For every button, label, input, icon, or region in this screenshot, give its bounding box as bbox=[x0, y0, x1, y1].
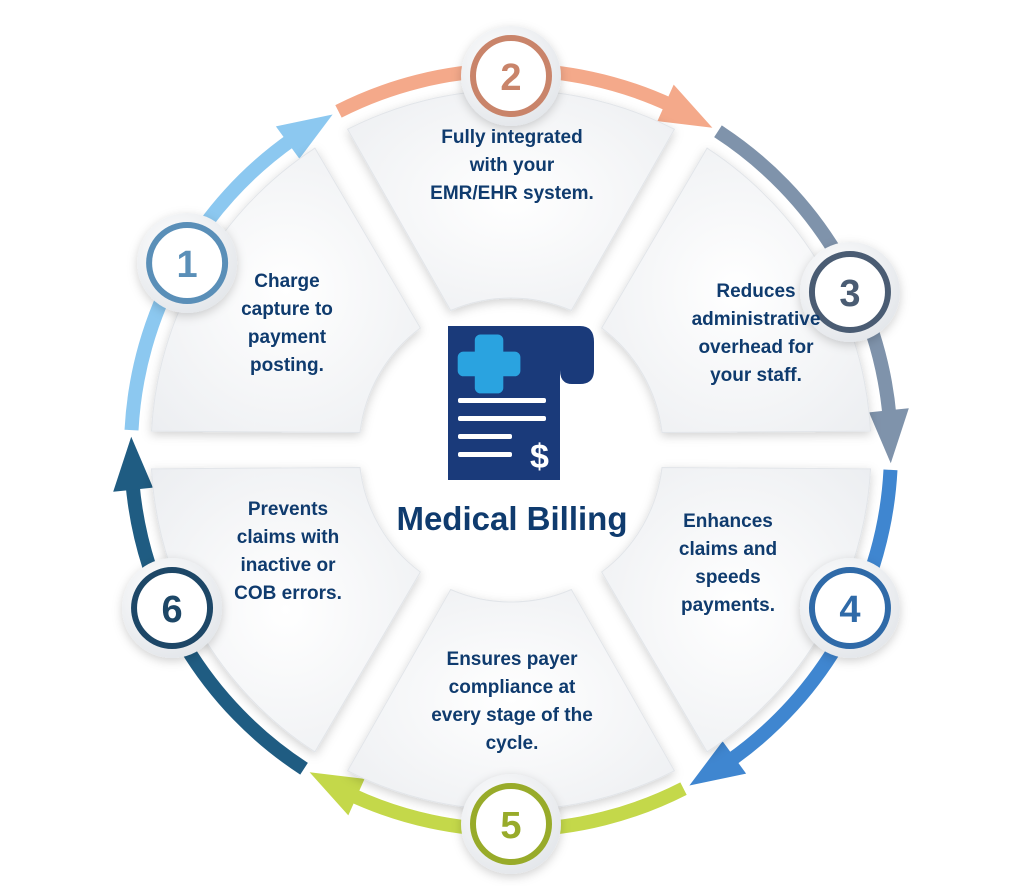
step-number-badge: 5 bbox=[461, 774, 561, 874]
step-number: 5 bbox=[500, 805, 521, 847]
badge-ring bbox=[470, 783, 552, 865]
step-1-line: capture to bbox=[241, 299, 333, 320]
step-6-line: claims with bbox=[236, 527, 340, 548]
arrow-head bbox=[869, 408, 909, 464]
cycle-segment bbox=[600, 466, 872, 753]
step-3-line: your staff. bbox=[710, 365, 802, 386]
cycle-segment bbox=[150, 466, 422, 753]
step-1-line: payment bbox=[247, 327, 327, 348]
step-4-line: payments. bbox=[681, 595, 775, 616]
step-1-line: posting. bbox=[250, 355, 324, 376]
step-3-line: Reduces bbox=[716, 281, 796, 302]
cycle-segment bbox=[346, 89, 676, 312]
step-1-text: Charge capture to payment posting. bbox=[212, 268, 362, 380]
cycle-segment bbox=[600, 147, 872, 434]
arrow-head bbox=[113, 436, 153, 492]
step-6-line: Prevents bbox=[247, 499, 329, 520]
badge-ring bbox=[146, 222, 229, 304]
badge-ring bbox=[470, 35, 552, 117]
step-3-line: administrative bbox=[691, 309, 821, 330]
step-number-badge: 6 bbox=[122, 558, 223, 659]
step-2-line: with your bbox=[469, 155, 555, 176]
step-4-line: speeds bbox=[695, 567, 761, 588]
step-5-line: Ensures payer bbox=[446, 649, 578, 670]
cycle-segment bbox=[346, 588, 676, 811]
medical-bill-icon: $ bbox=[448, 326, 594, 480]
step-5-text: Ensures payer compliance at every stage … bbox=[402, 646, 622, 758]
step-badges: 1 2 3 4 5 6 bbox=[122, 26, 900, 874]
step-number-badge: 1 bbox=[137, 213, 238, 313]
step-6-line: inactive or bbox=[240, 555, 336, 576]
arrow-head bbox=[309, 772, 365, 816]
step-4-line: claims and bbox=[678, 539, 778, 560]
step-4-text: Enhances claims and speeds payments. bbox=[658, 508, 798, 620]
step-2-line: Fully integrated bbox=[441, 127, 583, 148]
step-number: 2 bbox=[500, 57, 521, 99]
badge-ring bbox=[808, 567, 891, 650]
arrow-head bbox=[689, 741, 747, 786]
step-2-line: EMR/EHR system. bbox=[430, 183, 594, 204]
step-3-text: Reduces administrative overhead for your… bbox=[668, 278, 844, 390]
arrow-head bbox=[275, 114, 333, 159]
badge-ring bbox=[131, 567, 214, 650]
step-1-line: Charge bbox=[254, 271, 320, 292]
step-number-badge: 4 bbox=[799, 558, 900, 659]
step-number: 4 bbox=[839, 589, 860, 631]
badge-ring bbox=[808, 250, 891, 333]
step-5-line: cycle. bbox=[485, 733, 539, 754]
step-number: 3 bbox=[839, 273, 860, 315]
step-4-line: Enhances bbox=[683, 511, 773, 532]
step-number-badge: 2 bbox=[461, 26, 561, 126]
step-5-line: every stage of the bbox=[431, 705, 593, 726]
arrow-head bbox=[657, 84, 713, 128]
plus-cross-icon bbox=[457, 334, 521, 394]
step-number-badge: 3 bbox=[799, 241, 900, 342]
step-number: 1 bbox=[177, 244, 198, 286]
step-3-line: overhead for bbox=[698, 337, 814, 358]
dollar-sign-icon: $ bbox=[530, 438, 549, 476]
step-6-line: COB errors. bbox=[234, 583, 342, 604]
step-number: 6 bbox=[161, 589, 182, 631]
cycle-segments bbox=[150, 89, 872, 811]
step-2-text: Fully integrated with your EMR/EHR syste… bbox=[402, 124, 622, 208]
step-6-text: Prevents claims with inactive or COB err… bbox=[208, 496, 368, 608]
center-title: Medical Billing bbox=[396, 500, 628, 537]
cycle-segment bbox=[150, 147, 422, 434]
step-5-line: compliance at bbox=[448, 677, 576, 698]
